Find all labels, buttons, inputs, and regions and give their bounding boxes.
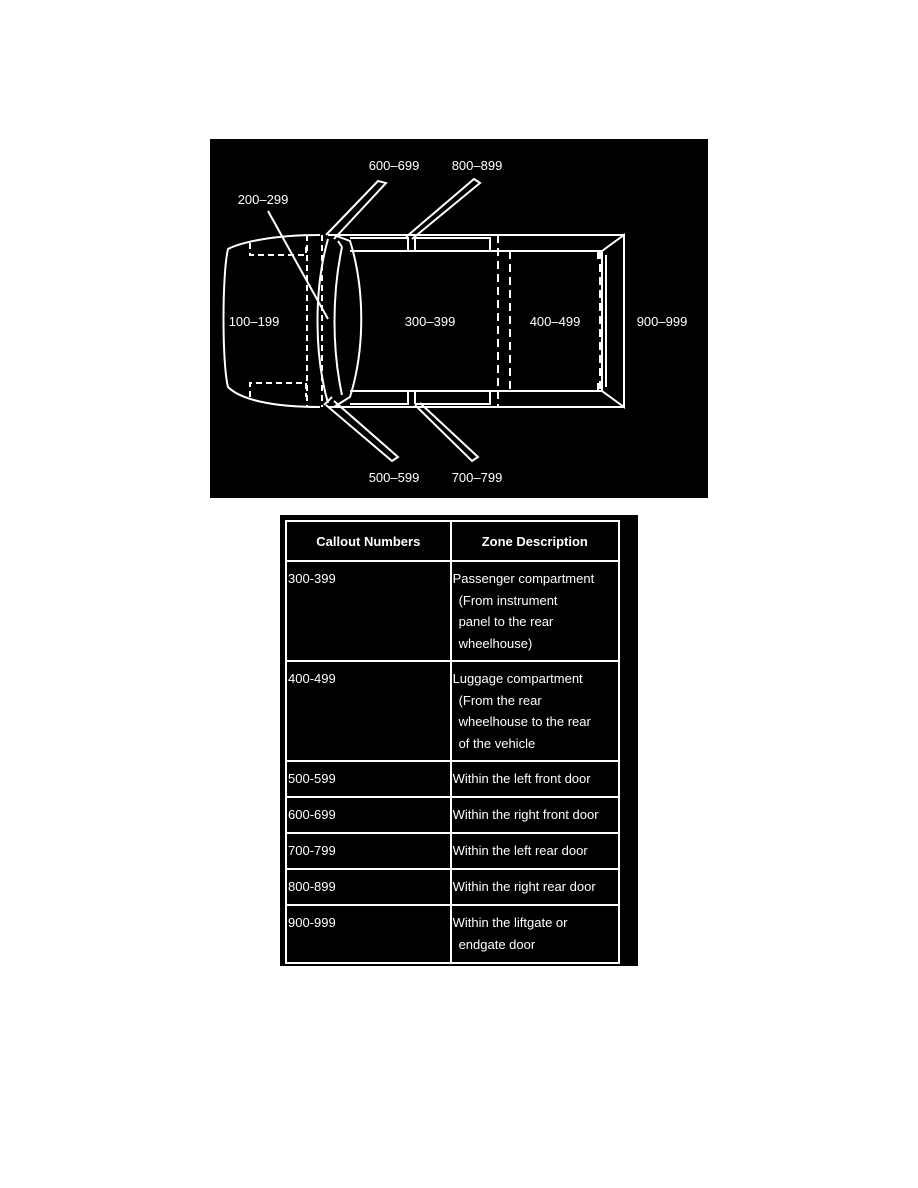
door-top-front [350, 237, 491, 251]
label-left-front-door-zone: 500–599 [369, 470, 420, 485]
label-luggage-zone: 400–499 [530, 314, 581, 329]
description-line: wheelhouse) [458, 635, 533, 651]
description-cell: Within the right rear door [449, 868, 621, 906]
description-line: (From the rear [458, 692, 542, 708]
leader-800 [405, 177, 482, 240]
rear-dashed-zone [497, 235, 601, 407]
table-row: 400-499 Luggage compartment (From the re… [285, 660, 621, 762]
callout-cell: 600-699 [285, 796, 452, 834]
liftgate-outline [601, 233, 625, 409]
description-cell: Within the right front door [449, 796, 621, 834]
description-cell: Within the left rear door [449, 832, 621, 870]
windshield-outline [316, 238, 343, 406]
description-line: panel to the rear [458, 614, 554, 629]
description-line: endgate door [458, 936, 536, 952]
leader-600 [325, 179, 388, 240]
zone-table-panel: Callout Numbers Zone Description 300-399… [280, 515, 638, 966]
label-instrument-panel-zone: 200–299 [238, 192, 289, 207]
callout-cell: 700-799 [285, 832, 452, 870]
leader-500 [325, 400, 400, 463]
label-passenger-zone: 300–399 [405, 314, 456, 329]
firewall-dashed [306, 235, 323, 407]
description-cell: Within the left front door [449, 760, 621, 798]
hood-outline [222, 234, 321, 408]
description-line: (From instrument [458, 592, 558, 608]
description-line: Passenger compartment [452, 571, 595, 586]
callout-cell: 900-999 [285, 904, 452, 964]
table-row: 800-899 Within the right rear door [285, 868, 621, 906]
table-row: 900-999 Within the liftgate or endgate d… [285, 904, 621, 964]
door-bottom-front [350, 391, 491, 405]
vehicle-outline-drawing: 100–199 200–299 300–399 400–499 900–999 … [222, 158, 688, 485]
header-callout-numbers: Callout Numbers [285, 520, 452, 562]
vehicle-zone-diagram: 100–199 200–299 300–399 400–499 900–999 … [210, 139, 708, 498]
description-line: Within the liftgate or [452, 915, 568, 930]
description-line: wheelhouse to the rear [458, 714, 591, 729]
description-cell: Passenger compartment (From instrument p… [449, 560, 621, 662]
description-line: Within the right front door [452, 807, 599, 822]
description-line: Within the left rear door [452, 843, 588, 858]
zone-table: Callout Numbers Zone Description 300-399… [285, 520, 621, 964]
label-left-rear-door-zone: 700–799 [452, 470, 503, 485]
description-line: of the vehicle [458, 735, 536, 751]
callout-cell: 400-499 [285, 660, 452, 762]
callout-cell: 300-399 [285, 560, 452, 662]
table-row: 700-799 Within the left rear door [285, 832, 621, 870]
description-cell: Within the liftgate or endgate door [449, 904, 621, 964]
description-line: Within the left front door [452, 771, 591, 786]
windshield-inner [333, 234, 363, 408]
leader-200 [267, 210, 329, 320]
leader-700 [414, 402, 480, 463]
description-line: Luggage compartment [452, 671, 583, 686]
table-row: 500-599 Within the left front door [285, 760, 621, 798]
table-row: 600-699 Within the right front door [285, 796, 621, 834]
table-row: 300-399 Passenger compartment (From inst… [285, 560, 621, 662]
description-line: Within the right rear door [452, 879, 596, 894]
description-cell: Luggage compartment (From the rear wheel… [449, 660, 621, 762]
label-right-front-door-zone: 600–699 [369, 158, 420, 173]
label-right-rear-door-zone: 800–899 [452, 158, 503, 173]
label-liftgate-zone: 900–999 [637, 314, 688, 329]
callout-cell: 500-599 [285, 760, 452, 798]
label-front-zone: 100–199 [229, 314, 280, 329]
header-zone-description: Zone Description [449, 520, 621, 562]
table-header-row: Callout Numbers Zone Description [285, 520, 621, 562]
callout-cell: 800-899 [285, 868, 452, 906]
